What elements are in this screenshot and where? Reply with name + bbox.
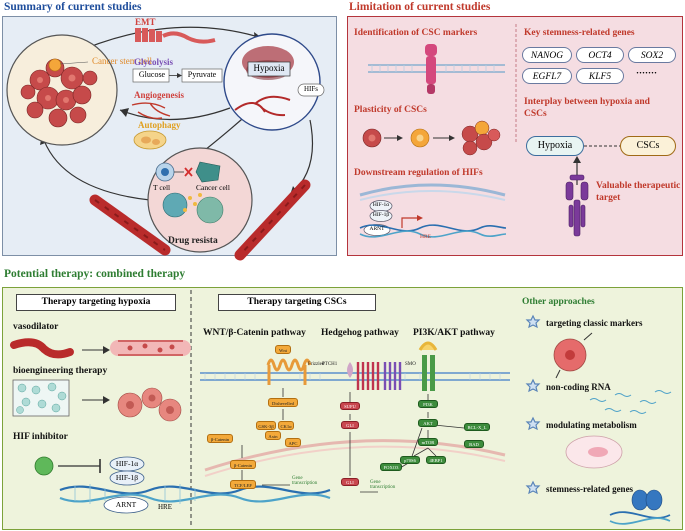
- 4ebp1-node: 4EBP1: [426, 456, 446, 464]
- gli-node: GLI: [341, 421, 359, 429]
- key-genes-title: Key stemness-related genes: [524, 28, 635, 38]
- axin-node: Axin: [265, 431, 281, 440]
- hif1b-label: HIF-1β: [115, 473, 139, 482]
- plasticity-label: Plasticity of CSCs: [354, 105, 427, 115]
- foxo3-node: FOXO3: [380, 463, 402, 471]
- lim-hre-label: HRE: [420, 234, 431, 240]
- lim-arnt-label: ARNT: [369, 226, 385, 232]
- lim-hif1a-label: HIF-1α: [372, 202, 390, 208]
- bioengineering-label: bioengineering therapy: [13, 366, 108, 376]
- cscs-pill: CSCs: [620, 136, 676, 156]
- gene-pill: EGFL7: [522, 68, 572, 84]
- lim-hif1b-label: HIF-1β: [372, 212, 390, 218]
- csc-therapy-box: Therapy targeting CSCs: [218, 294, 376, 311]
- dishevelled-node: Dishevelled: [268, 398, 298, 407]
- smo-label: SMO: [405, 362, 416, 367]
- hypoxia-therapy-box: Therapy targeting hypoxia: [16, 294, 176, 311]
- gsk3b-node: GSK-3β: [256, 421, 276, 430]
- other-approaches-title: Other approaches: [522, 297, 595, 307]
- gene-pill: NANOG: [522, 47, 572, 63]
- sufu-node: SUFU: [340, 402, 360, 410]
- summary-title: Summary of current studies: [4, 1, 142, 13]
- drug-resistance-label: Drug resista: [168, 236, 218, 246]
- pyruvate-label: Pyruvate: [187, 70, 217, 79]
- pi3k-pathway-label: PI3K/AKT pathway: [413, 328, 495, 338]
- therapy-title: Potential therapy: combined therapy: [4, 268, 186, 280]
- hifs-label: HIFs: [303, 85, 318, 93]
- ptch1-label: PTCH1: [322, 362, 338, 367]
- other-item-stemness-genes: stemness-related genes: [546, 484, 634, 494]
- t-cell-label: T cell: [153, 183, 171, 192]
- angiogenesis-label: Angiogenesis: [134, 90, 185, 100]
- csc-markers-label: Identification of CSC markers: [354, 28, 478, 38]
- emt-label: EMT: [135, 17, 156, 27]
- glucose-label: Glucose: [138, 70, 166, 79]
- apc-node: APC: [285, 438, 301, 447]
- other-item-ncrna: non-coding RNA: [546, 382, 611, 392]
- autophagy-label: Autophagy: [138, 120, 181, 130]
- other-item-metabolism: modulating metabolism: [546, 420, 637, 430]
- cancer-stem-cell-label: Cancer stem cell: [92, 56, 152, 66]
- hif-inhibitor-label: HIF inhibitor: [13, 432, 68, 442]
- hif1a-label: HIF-1α: [115, 459, 139, 468]
- interplay-label: Interplay between hypoxia and CSCs: [524, 97, 650, 119]
- hh-gene-transcription: Gene transcription: [370, 480, 396, 490]
- hedgehog-pathway-label: Hedgehog pathway: [321, 328, 399, 338]
- cancer-cell-label: Cancer cell: [196, 183, 230, 192]
- limitation-title: Limitation of current studies: [349, 1, 491, 13]
- gene-pill: SOX2: [628, 47, 676, 63]
- frizzled-label: Frizzled: [308, 362, 325, 367]
- arnt-label: ARNT: [115, 500, 137, 509]
- mtor-node: mTOR: [418, 438, 438, 446]
- hre-label: HRE: [158, 503, 172, 511]
- ck1a-node: CK1α: [278, 421, 294, 430]
- wnt-gene-transcription: Gene transcription: [292, 476, 318, 486]
- bad-node: BAD: [464, 440, 484, 448]
- wnt-node: Wnt: [275, 345, 291, 354]
- akt-node: AKT: [418, 419, 438, 427]
- gene-pill: KLF5: [576, 68, 624, 84]
- wnt-pathway-label: WNT/β-Catenin pathway: [203, 328, 306, 338]
- downstream-label: Downstream regulation of HIFs: [354, 168, 483, 178]
- p70s6-node: p70S6: [400, 456, 420, 464]
- glycolysis-label: Glycolysis: [134, 57, 174, 67]
- vasodilator-label: vasodilator: [13, 322, 59, 332]
- gene-more: ·······: [636, 68, 658, 78]
- hypoxia-pill: Hypoxia: [526, 136, 584, 156]
- pi3k-node: PI3K: [418, 400, 438, 408]
- beta-catenin-nuclear-node: β-Catenin: [230, 460, 256, 469]
- bclxl-node: BCL-X_L: [464, 423, 490, 431]
- hypoxia-label: Hypoxia: [253, 63, 285, 73]
- tcf-lef-node: TCF/LEF: [230, 480, 256, 489]
- therapeutic-target-label: Valuable therapeutic target: [596, 181, 681, 203]
- beta-catenin-node: β-Catenin: [207, 434, 233, 443]
- gli-nuclear-node: GLI: [341, 478, 359, 486]
- other-item-markers: targeting classic markers: [546, 318, 643, 328]
- gene-pill: OCT4: [576, 47, 624, 63]
